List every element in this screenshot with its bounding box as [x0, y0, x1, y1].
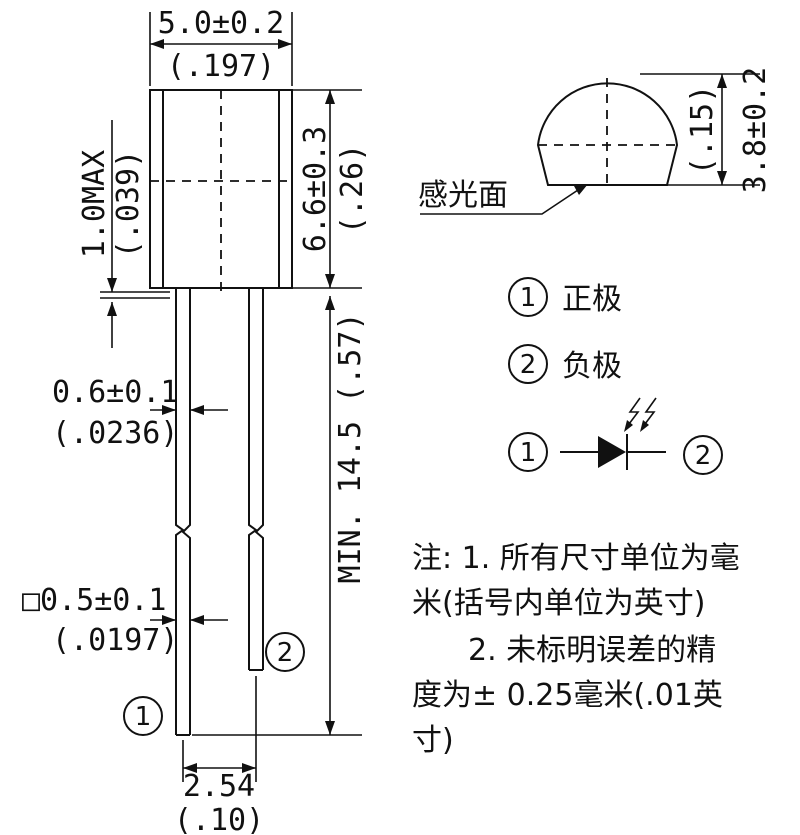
pin1-marker: 1: [123, 696, 163, 736]
top-width-text: 5.0±0.2: [158, 6, 284, 41]
note-line-4: 度为± 0.25毫米(.01英: [412, 678, 723, 713]
legend-negative: 2 负极: [508, 344, 622, 384]
pin2-marker: 2: [265, 632, 305, 672]
svg-text:2: 2: [277, 638, 294, 668]
lens-side-view: (.15) 3.8±0.2: [536, 67, 773, 193]
flange-max-text: 1.0MAX: [77, 150, 112, 258]
pitch-inch-text: (.10): [174, 803, 264, 835]
lead-square-dimension: □0.5±0.1 (.0197): [22, 583, 228, 658]
component-body: [149, 89, 293, 292]
lead-pin1: [175, 288, 191, 736]
photodiode-symbol: 1 2: [508, 397, 723, 475]
svg-text:1: 1: [520, 438, 537, 468]
note-line-3: 2. 未标明误差的精: [468, 633, 716, 668]
lens-height-inch-text: (.15): [685, 85, 720, 175]
positive-label: 正极: [562, 282, 622, 317]
lead-pin2: [248, 288, 264, 671]
lead-length-text: MIN. 14.5 (.57): [333, 313, 368, 584]
svg-text:2: 2: [695, 441, 712, 471]
svg-text:1: 1: [520, 283, 537, 313]
lead-width-inch-text: (.0236): [52, 416, 178, 451]
note-line-1: 注: 1. 所有尺寸单位为毫: [412, 541, 740, 576]
lead-length-dimension: MIN. 14.5 (.57): [192, 296, 368, 736]
note-line-5: 寸): [412, 723, 454, 758]
pitch-text: 2.54: [183, 769, 255, 804]
body-height-dimension: 6.6±0.3 (.26): [292, 89, 370, 289]
lead-square-inch-text: (.0197): [52, 623, 178, 658]
top-width-inch-text: (.197): [167, 49, 275, 84]
lens-height-text: 3.8±0.2: [738, 67, 773, 193]
legend-positive: 1 正极: [508, 277, 622, 317]
negative-label: 负极: [562, 349, 622, 384]
flange-max-inch-text: (.039): [111, 150, 146, 258]
note-line-2: 米(括号内单位为英寸): [412, 586, 705, 621]
pitch-dimension: 2.54 (.10): [174, 676, 264, 835]
lead-square-text: □0.5±0.1: [22, 583, 167, 618]
body-height-inch-text: (.26): [335, 144, 370, 234]
notes: 注: 1. 所有尺寸单位为毫 米(括号内单位为英寸) 2. 未标明误差的精 度为…: [412, 541, 740, 758]
body-height-text: 6.6±0.3: [298, 126, 333, 252]
svg-text:1: 1: [135, 702, 152, 732]
lead-width-text: 0.6±0.1: [52, 375, 178, 410]
flange-dimension: 1.0MAX (.039): [77, 120, 170, 348]
lead-width-dimension: 0.6±0.1 (.0236): [52, 375, 228, 451]
svg-text:2: 2: [520, 350, 537, 380]
sensing-surface-label: 感光面: [418, 178, 508, 213]
top-width-dimension: 5.0±0.2 (.197): [149, 6, 293, 86]
sensing-surface-callout: 感光面: [418, 178, 588, 215]
